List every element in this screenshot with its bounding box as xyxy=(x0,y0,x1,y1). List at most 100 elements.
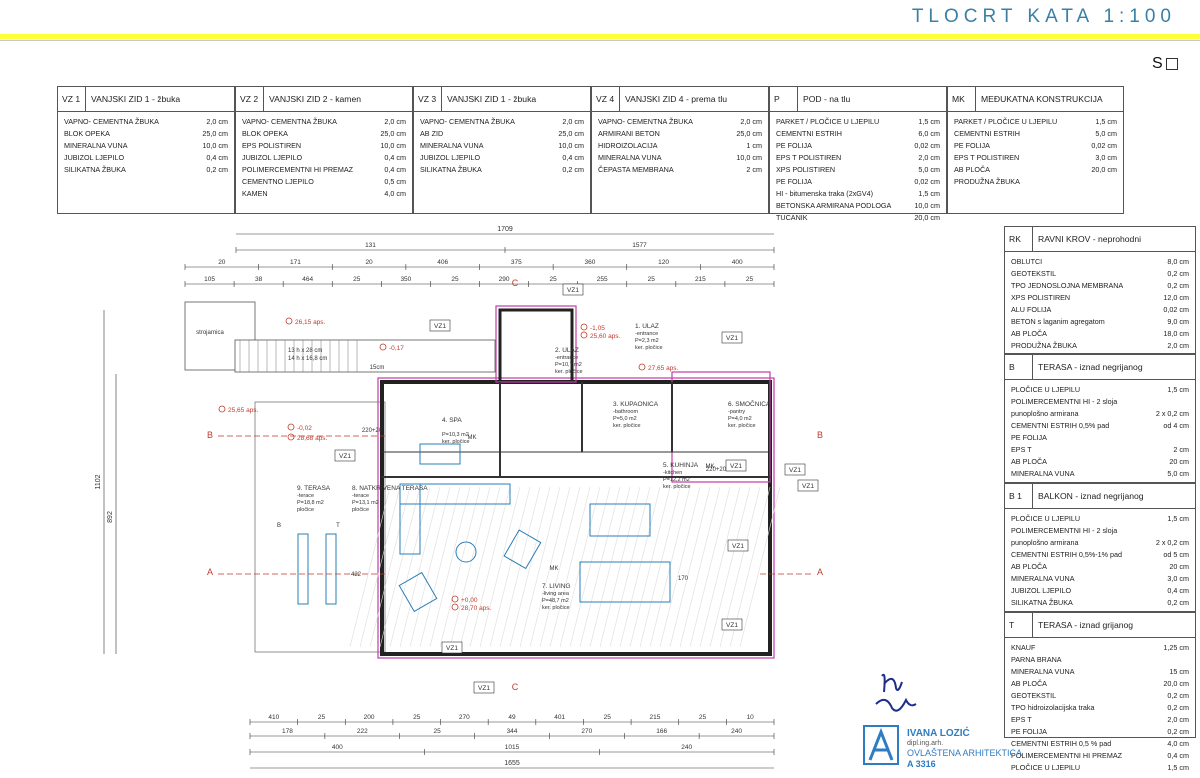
hatch-line xyxy=(489,486,531,648)
terrace-chairs-icon xyxy=(325,533,337,605)
layer-material: POLIMERCEMENTNI HI - 2 sloja xyxy=(1011,526,1118,535)
room-sublabel: -terace xyxy=(352,493,369,499)
dimension-label: 25 xyxy=(451,276,459,283)
layer-material: AB PLOČA xyxy=(1011,679,1047,688)
room-label: 1. ULAZ xyxy=(635,323,659,330)
room-floor: pločice xyxy=(297,507,314,513)
layer-material: EPS T xyxy=(1011,715,1032,724)
layer-material: GEOTEKSTIL xyxy=(1011,269,1057,278)
dimension-label: 240 xyxy=(731,728,742,735)
hatch-line xyxy=(469,486,511,648)
hatch-line xyxy=(689,486,731,648)
signature-mark-icon xyxy=(875,673,917,712)
dimension-label: 38 xyxy=(255,276,263,283)
room-floor: ker. pločice xyxy=(442,439,470,445)
layer-thickness: 0,2 cm xyxy=(562,165,584,174)
dimension-label: 240 xyxy=(681,744,692,751)
layer-row: HI - bitumenska traka (2xGV4)1,5 cm xyxy=(776,188,940,200)
dimension-label: 290 xyxy=(499,276,510,283)
dimension-label: 1577 xyxy=(632,242,647,249)
architect-license: A 3316 xyxy=(907,759,936,769)
room-floor: ker. pločice xyxy=(663,484,691,490)
wall-tag-label: VZ1 xyxy=(732,543,744,550)
hatch-line xyxy=(429,486,471,648)
dimension-label: 1015 xyxy=(505,744,520,751)
table-code: T xyxy=(1005,613,1033,637)
dimension-label: 25 xyxy=(746,276,754,283)
hatch-line xyxy=(399,486,441,648)
plan-annotation: B xyxy=(277,523,281,529)
layer-thickness: 25,0 cm xyxy=(558,129,584,138)
layer-thickness: 0,02 cm xyxy=(914,141,940,150)
dimension-label: 131 xyxy=(365,242,376,249)
room-floor: ker. pločice xyxy=(728,423,756,429)
wall-tag-label: VZ1 xyxy=(726,622,738,629)
hatch-line xyxy=(519,486,561,648)
layer-material: CEMENTNI ESTRIH xyxy=(954,129,1020,138)
wall-tag-label: VZ1 xyxy=(726,335,738,342)
layer-thickness: 0,4 cm xyxy=(1167,751,1189,760)
layer-thickness: 1,5 cm xyxy=(1167,385,1189,394)
section-label: C xyxy=(512,682,519,692)
layer-material: PE FOLIJA xyxy=(776,141,812,150)
dimension-label: 410 xyxy=(268,714,279,721)
level-marker-icon xyxy=(638,363,646,371)
dimension-label: 25 xyxy=(413,714,421,721)
room-label: 9. TERASA xyxy=(297,485,331,492)
dimension-label: 400 xyxy=(732,259,743,266)
room-sublabel: -pantry xyxy=(728,409,745,415)
layer-row: PRODUŽNA ŽBUKA xyxy=(954,176,1117,188)
layer-material: PARNA BRANA xyxy=(1011,655,1062,664)
dimension-label: 360 xyxy=(585,259,596,266)
layer-thickness: 20 cm xyxy=(1169,457,1189,466)
dimension-label: 120 xyxy=(658,259,669,266)
hatch-line xyxy=(549,486,591,648)
dimension-label: 105 xyxy=(204,276,215,283)
dimension-label: 200 xyxy=(364,714,375,721)
kitchen-island-icon xyxy=(589,503,651,537)
layer-thickness: 20,0 cm xyxy=(914,213,940,222)
layer-row: SILIKATNA ŽBUKA 0,2 cm xyxy=(420,164,584,176)
layer-material: MINERALNA VUNA xyxy=(598,153,662,162)
layer-material: PRODUŽNA ŽBUKA xyxy=(954,177,1020,186)
table-code: VZ 2 xyxy=(236,87,264,111)
dimension-label: 25 xyxy=(648,276,656,283)
layer-material: PLOČICE U LJEPILU xyxy=(1011,514,1081,523)
layer-material: VAPNO- CEMENTNA ŽBUKA xyxy=(420,117,515,126)
hatch-line xyxy=(739,486,781,648)
dimension-label: 171 xyxy=(290,259,301,266)
layer-thickness: 0,4 cm xyxy=(562,153,584,162)
room-area: P=13,1 m2 xyxy=(352,500,379,506)
hatch-line xyxy=(569,486,611,648)
room-sublabel: -kitchen xyxy=(663,470,682,476)
layer-material: SILIKATNA ŽBUKA xyxy=(420,165,482,174)
layer-thickness: 12,0 cm xyxy=(1163,293,1189,302)
layer-thickness: 5,0 cm xyxy=(1167,469,1189,478)
layer-material: CEMENTNO LJEPILO xyxy=(242,177,314,186)
dimension-label: 375 xyxy=(511,259,522,266)
layer-material: EPS POLISTIREN xyxy=(242,141,302,150)
level-marker-icon xyxy=(580,331,588,339)
room-area: P=5,0 m2 xyxy=(613,416,637,422)
